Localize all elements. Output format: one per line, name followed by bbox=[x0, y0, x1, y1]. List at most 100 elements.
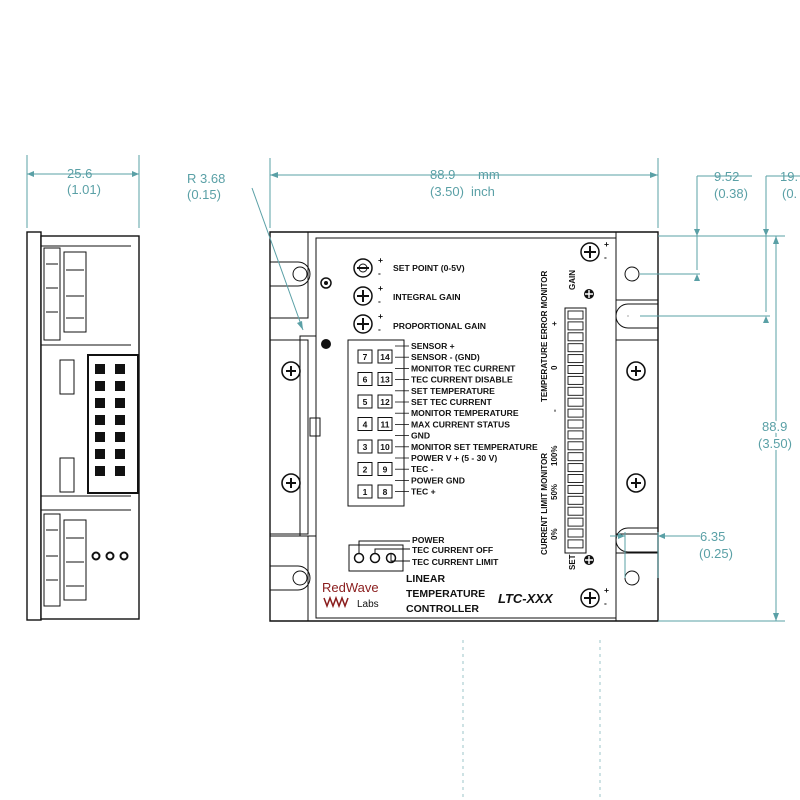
pin-box bbox=[377, 439, 393, 454]
pin-box bbox=[377, 349, 393, 364]
hole-top-inch: (0.38) bbox=[714, 186, 748, 201]
svg-text:-: - bbox=[604, 252, 607, 262]
pin-box bbox=[357, 439, 373, 454]
height-mm: 88.9 bbox=[762, 419, 787, 434]
pin-box bbox=[377, 394, 393, 409]
pin-label: TEC CURRENT DISABLE bbox=[411, 375, 513, 385]
pin-box bbox=[357, 394, 373, 409]
temp-error-monitor-label: TEMPERATURE ERROR MONITOR bbox=[540, 271, 549, 402]
radius-inch: (0.15) bbox=[187, 187, 221, 202]
proportional-gain-label: PROPORTIONAL GAIN bbox=[393, 321, 486, 331]
width-mm: 88.9 bbox=[430, 167, 455, 182]
side-width-mm: 25.6 bbox=[67, 166, 92, 181]
screw-icon bbox=[281, 361, 646, 493]
bar-cell bbox=[567, 430, 584, 440]
hole-side-inch: (0.25) bbox=[699, 546, 733, 561]
pin-box bbox=[377, 484, 393, 499]
svg-text:+: + bbox=[550, 321, 559, 326]
pin-label: SENSOR + bbox=[411, 341, 455, 351]
bar-cell bbox=[567, 343, 584, 353]
pin-box bbox=[357, 349, 373, 364]
radius-mm: R 3.68 bbox=[187, 171, 225, 186]
side-led-2 bbox=[105, 551, 115, 561]
pin-label: MONITOR SET TEMPERATURE bbox=[411, 442, 538, 452]
hole-top2-inch: (0. bbox=[782, 186, 797, 201]
gain-label: GAIN bbox=[568, 270, 577, 290]
bar-cell bbox=[567, 441, 584, 451]
svg-text:Labs: Labs bbox=[357, 599, 379, 610]
bar-cell bbox=[567, 310, 584, 320]
integral-gain-label: INTEGRAL GAIN bbox=[393, 292, 461, 302]
pin-label: MAX CURRENT STATUS bbox=[411, 419, 510, 429]
svg-text:-: - bbox=[550, 409, 559, 412]
pin-number: 9 bbox=[383, 465, 388, 475]
pin-label: SENSOR - (GND) bbox=[411, 352, 480, 362]
side-led-1 bbox=[91, 551, 101, 561]
bar-cell bbox=[567, 539, 584, 549]
bar-cell bbox=[567, 484, 584, 494]
svg-text:+: + bbox=[604, 239, 609, 249]
dim-hole-side: 6.35 (0.25) bbox=[610, 529, 733, 578]
side-width-inch: (1.01) bbox=[67, 182, 101, 197]
product-line1: LINEAR bbox=[406, 573, 446, 585]
svg-text:-: - bbox=[378, 268, 381, 278]
pin-label: TEC + bbox=[411, 487, 436, 497]
hole-top2-mm: 19. bbox=[780, 169, 798, 184]
product-line2: TEMPERATURE bbox=[406, 588, 485, 600]
dim-hole-top2: 19. (0. bbox=[640, 169, 800, 323]
set-label: SET bbox=[568, 554, 577, 570]
pin-number: 11 bbox=[381, 420, 390, 430]
dim-hole-top: 9.52 (0.38) bbox=[640, 169, 752, 281]
svg-text:-: - bbox=[378, 296, 381, 306]
pin-box bbox=[357, 372, 373, 386]
bar-cell bbox=[567, 517, 584, 527]
set-point-label: SET POINT (0-5V) bbox=[393, 263, 465, 273]
product-line3: CONTROLLER bbox=[406, 603, 479, 615]
width-unit-mm: mm bbox=[478, 167, 500, 182]
bar-cell bbox=[567, 495, 584, 505]
pin-box bbox=[377, 417, 393, 431]
pin-number: 5 bbox=[363, 397, 368, 407]
pin-number: 10 bbox=[380, 442, 390, 452]
pot-integral-gain: + - INTEGRAL GAIN bbox=[353, 283, 461, 306]
svg-text:0%: 0% bbox=[550, 528, 559, 540]
pin-label: TEC - bbox=[411, 464, 434, 474]
bar-cell bbox=[567, 386, 584, 396]
bar-cell bbox=[567, 452, 584, 462]
hole-top-mm: 9.52 bbox=[714, 169, 739, 184]
bar-cell bbox=[567, 354, 584, 364]
pin-box bbox=[357, 484, 373, 499]
bar-cell bbox=[567, 528, 584, 538]
pin-label: POWER GND bbox=[411, 475, 465, 485]
svg-text:+: + bbox=[378, 255, 383, 265]
bar-cell bbox=[567, 332, 584, 342]
side-led-3 bbox=[119, 551, 129, 561]
pot-set-point: + - SET POINT (0-5V) bbox=[353, 255, 465, 278]
hole-side-mm: 6.35 bbox=[700, 529, 725, 544]
current-limit-monitor-label: CURRENT LIMIT MONITOR bbox=[540, 453, 549, 555]
pin-number: 13 bbox=[380, 375, 390, 385]
bar-cell bbox=[567, 321, 584, 331]
pot-set-right: + - bbox=[580, 585, 609, 608]
svg-text:+: + bbox=[378, 311, 383, 321]
svg-text:50%: 50% bbox=[550, 484, 559, 500]
bar-cell bbox=[567, 397, 584, 407]
side-connector-pins bbox=[95, 364, 125, 476]
width-inch: (3.50) bbox=[430, 184, 464, 199]
model-number: LTC-XXX bbox=[498, 591, 554, 606]
led-block: POWER TEC CURRENT OFF TEC CURRENT LIMIT bbox=[348, 535, 499, 572]
pin-number: 14 bbox=[380, 352, 390, 362]
led-power-label: POWER bbox=[412, 535, 445, 545]
pot-gain-right: + - bbox=[580, 239, 609, 262]
dim-height: 88.9 (3.50) bbox=[658, 235, 794, 622]
width-unit-inch: inch bbox=[471, 184, 495, 199]
bar-cell bbox=[567, 474, 584, 483]
led-tec-off bbox=[369, 552, 381, 564]
pin-label: SET TEMPERATURE bbox=[411, 386, 495, 396]
pin-number: 7 bbox=[363, 352, 368, 362]
svg-text:100%: 100% bbox=[550, 446, 559, 466]
bar-cell bbox=[567, 419, 584, 429]
pin-label: GND bbox=[411, 431, 430, 441]
